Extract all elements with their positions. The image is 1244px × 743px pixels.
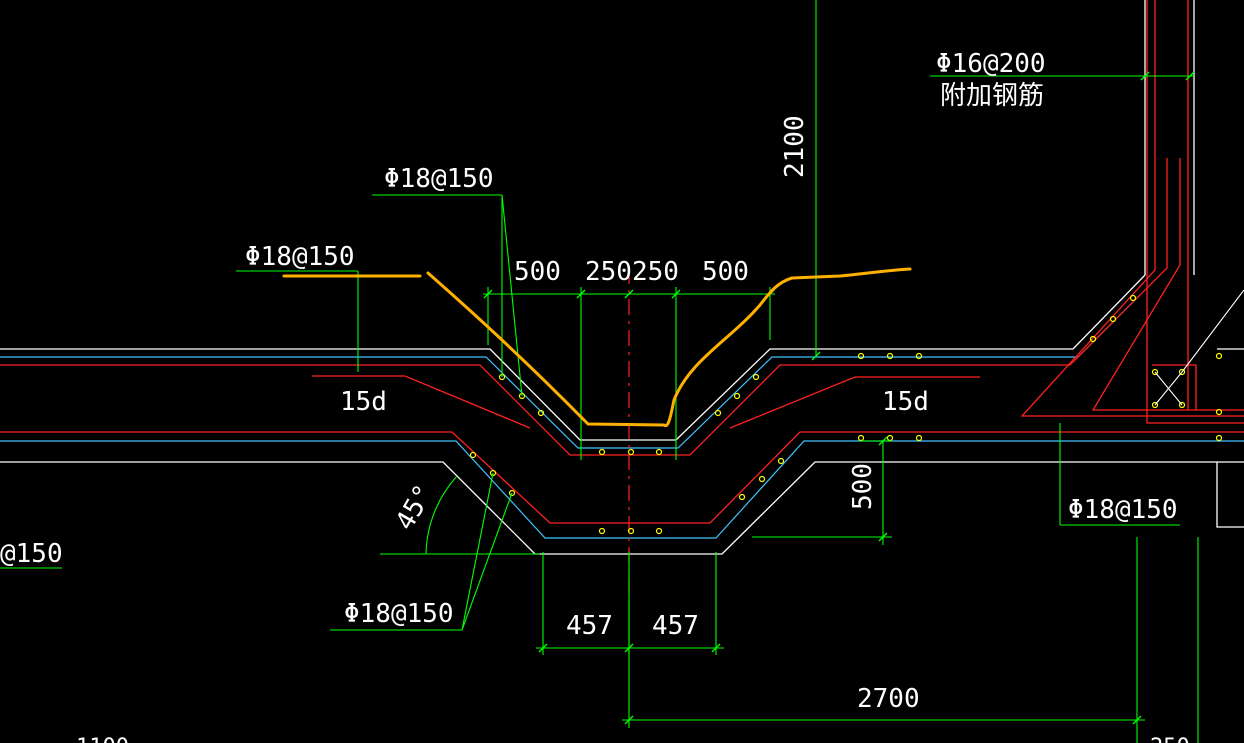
dim-edge-bottom-right: 250 [1150, 735, 1190, 743]
wall-rebar-outer [1020, 0, 1244, 417]
dim-edge-bottom-left: 1100 [76, 735, 129, 743]
dim-vertical-2100: 2100 [780, 115, 810, 178]
label-d18-150-left: Φ18@150 [245, 242, 355, 272]
rebar-lines [0, 0, 1244, 524]
dim-bottom-457-left: 457 [566, 611, 613, 641]
slab-top-outline [0, 0, 1146, 441]
label-anchor-right: 15d [882, 387, 929, 417]
dim-top-250-right: 250 [632, 257, 679, 287]
label-anchor-left: 15d [340, 387, 387, 417]
label-d18-150-edge: @150 [0, 539, 63, 569]
label-d18-150-bottom: Φ18@150 [344, 599, 454, 629]
markup-sketch [282, 267, 912, 428]
dim-bottom-2700: 2700 [857, 684, 920, 714]
wall-rebar-inner [1091, 158, 1244, 411]
top-rebar-right-hook [729, 376, 980, 429]
bottom-rebar [0, 431, 1244, 524]
dim-top-500-right: 500 [702, 257, 749, 287]
dim-bottom-457-right: 457 [652, 611, 699, 641]
label-d18-150-top: Φ18@150 [384, 164, 494, 194]
label-additional-rebar: 附加钢筋 [940, 81, 1044, 111]
right-stirrup [1152, 364, 1197, 410]
dim-top-500-left: 500 [514, 257, 561, 287]
dim-vertical-500: 500 [848, 463, 878, 510]
label-d18-150-right: Φ18@150 [1068, 495, 1178, 525]
right-edge-outline [1216, 348, 1244, 528]
corner-cross-mark [1154, 289, 1244, 406]
top-rebar-left [0, 158, 1168, 456]
dimension-lines [0, 0, 1199, 743]
wall-rebar-vertical [1146, 0, 1244, 424]
dim-top-250-left: 250 [585, 257, 632, 287]
top-rebar-left-hook [312, 375, 531, 429]
label-d16-200: Φ16@200 [936, 49, 1046, 79]
